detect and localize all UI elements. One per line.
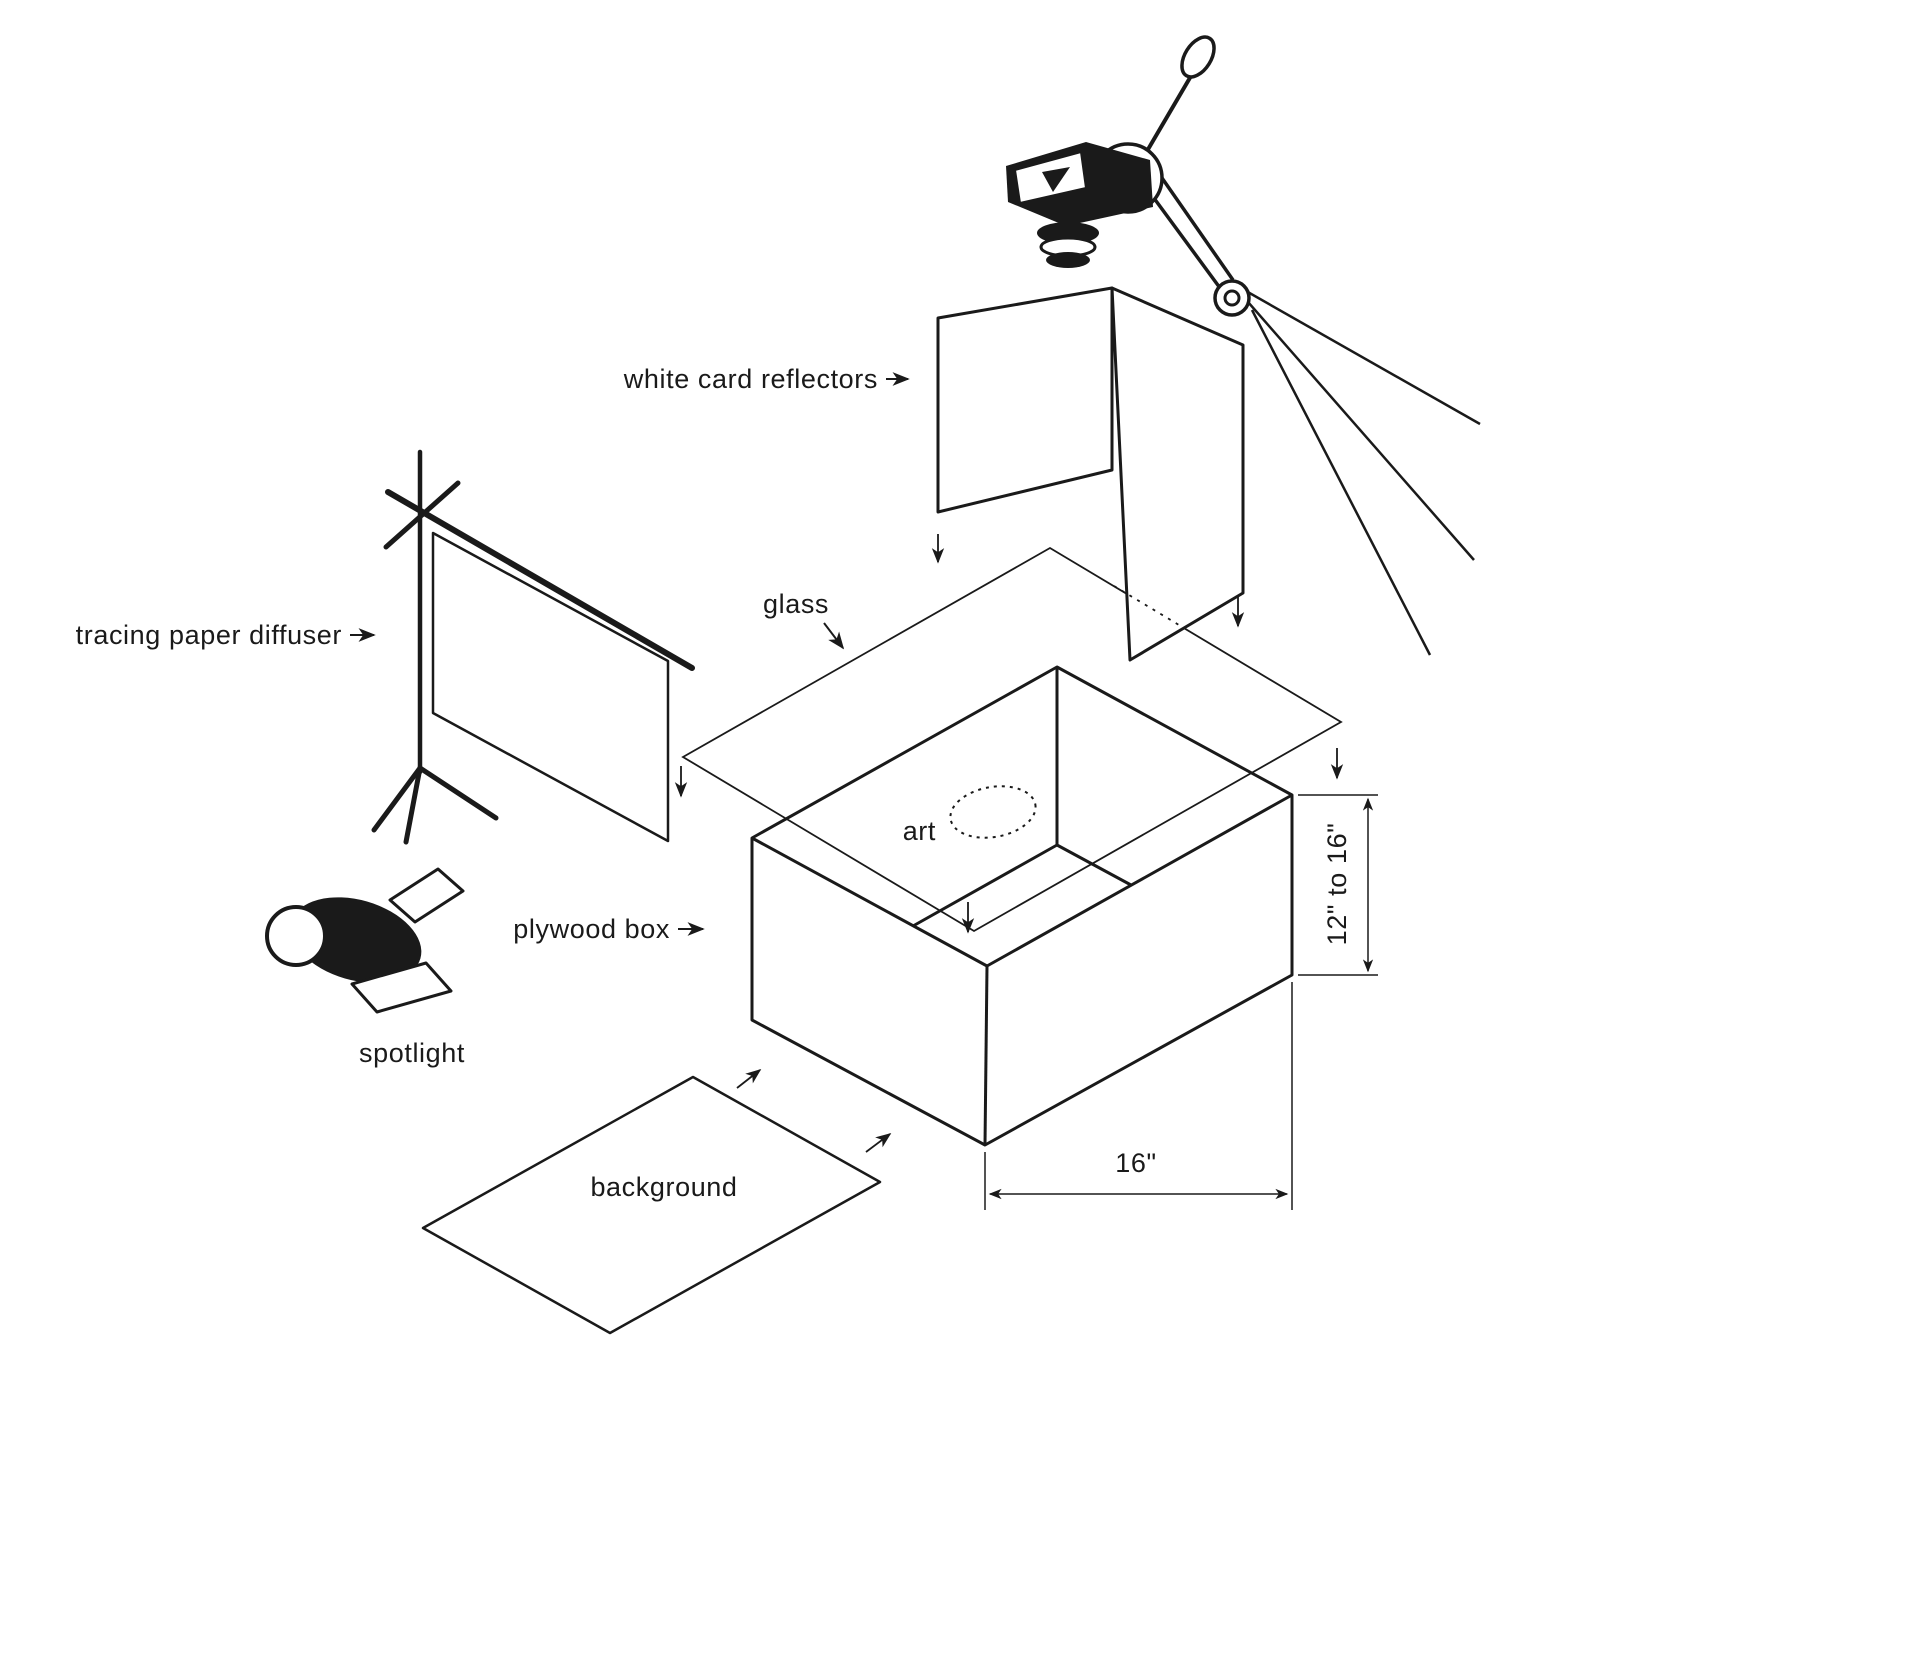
- camera-stand-arms: [1245, 289, 1481, 656]
- reflector-right-panel: [1110, 286, 1245, 662]
- camera-lens: [1037, 222, 1099, 268]
- spotlight: [265, 867, 465, 1014]
- spotlight-top-flap: [388, 867, 465, 924]
- label-glass: glass: [763, 589, 829, 619]
- dimension-width-label: 16": [1115, 1148, 1156, 1178]
- white-card-reflectors: [936, 286, 1245, 662]
- background-sheet: [421, 1075, 882, 1335]
- spotlight-face: [265, 905, 327, 967]
- dimension-width: 16": [984, 982, 1293, 1210]
- spotlight-bottom-flap: [350, 961, 453, 1014]
- glass-panel: [681, 546, 1343, 933]
- tracing-paper-diffuser: [371, 449, 695, 845]
- label-plywood-box: plywood box: [513, 914, 670, 944]
- up-arrow-background-1: [736, 1069, 762, 1089]
- camera-arm-joint-pin: [1223, 289, 1241, 307]
- diffuser-paper: [431, 531, 670, 843]
- label-white-card-reflectors: white card reflectors: [623, 364, 878, 394]
- box-outer-shell: [750, 665, 1294, 1147]
- label-arrow-glass: [823, 622, 845, 650]
- plywood-box: [750, 665, 1294, 1147]
- assembly-arrows: [674, 534, 1344, 1153]
- camera: [1006, 35, 1481, 656]
- art-outline: [949, 785, 1037, 839]
- label-tracing-paper-diffuser: tracing paper diffuser: [76, 620, 342, 650]
- up-arrow-background-2: [865, 1133, 892, 1153]
- diffuser-stand: [371, 449, 695, 845]
- dimension-height-label: 12" to 16": [1322, 823, 1352, 946]
- box-interior-edges: [912, 667, 1132, 928]
- camera-body: [1006, 142, 1153, 226]
- camera-arm: [1146, 177, 1235, 290]
- label-spotlight: spotlight: [359, 1038, 465, 1068]
- reflector-left-panel: [936, 286, 1114, 514]
- labels: white card reflectors tracing paper diff…: [76, 364, 936, 1202]
- dimension-height: 12" to 16": [1298, 794, 1378, 976]
- label-art: art: [903, 816, 936, 846]
- label-background: background: [590, 1172, 737, 1202]
- spotlight-body: [290, 897, 422, 983]
